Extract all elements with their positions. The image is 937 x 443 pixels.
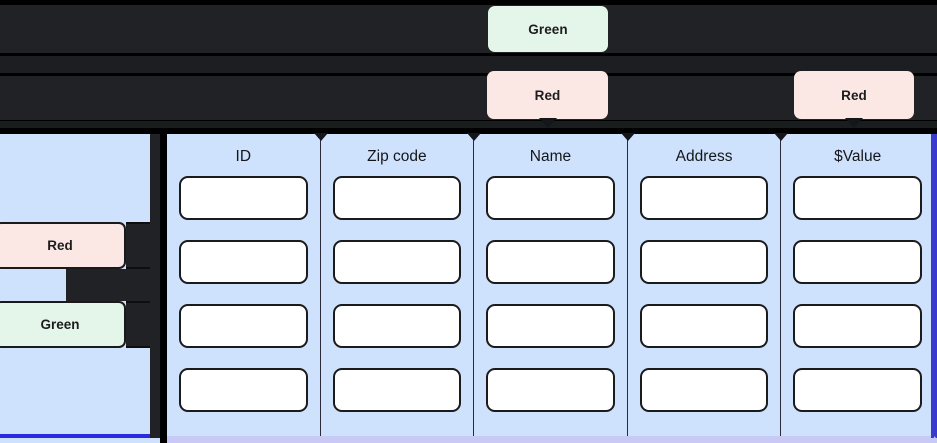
column-cells-value: [781, 170, 934, 412]
table-cell[interactable]: [332, 368, 462, 412]
table-cell[interactable]: [179, 368, 308, 412]
tooltip-chip-red-center[interactable]: Red: [487, 71, 608, 128]
column-divider-marker-icon: [313, 133, 328, 141]
toolbar-band-base: [0, 129, 937, 134]
tooltip-pointer-icon: [845, 118, 863, 128]
sidebar-gutter: [150, 134, 160, 438]
sidebar-notch: [66, 269, 156, 301]
column-cells-name: [474, 170, 627, 412]
table-cell[interactable]: [639, 368, 769, 412]
table-cell[interactable]: [486, 240, 615, 284]
table-cell[interactable]: [179, 176, 308, 220]
toolbar-band-top: [0, 5, 937, 53]
column-divider-marker-icon: [467, 133, 482, 141]
table-cell[interactable]: [639, 240, 769, 284]
sidebar-chip-label: Green: [40, 317, 80, 332]
table-cell[interactable]: [793, 240, 922, 284]
sidebar-divider: [160, 134, 167, 443]
tooltip-chip-label: Green: [528, 21, 568, 37]
tooltip-chip-label: Red: [841, 87, 867, 103]
table-bottom-edge: [167, 438, 937, 443]
column-divider-marker-icon: [620, 133, 635, 141]
tooltip-chip-green-top[interactable]: Green: [488, 6, 608, 52]
tooltip-pointer-icon: [538, 118, 557, 128]
table-cell[interactable]: [179, 240, 308, 284]
table-column-value: $Value: [774, 133, 934, 436]
table-cell[interactable]: [486, 176, 615, 220]
column-header-value[interactable]: $Value: [834, 148, 882, 165]
tooltip-chip-red-right[interactable]: Red: [794, 71, 914, 128]
sidebar: Red Green: [0, 134, 156, 438]
sidebar-chip-label: Red: [47, 238, 73, 253]
table-cell[interactable]: [639, 304, 769, 348]
column-cells-id: [167, 170, 320, 412]
table-cell[interactable]: [332, 240, 462, 284]
column-divider-marker-icon: [774, 133, 789, 141]
table-cell[interactable]: [332, 304, 462, 348]
table-cell[interactable]: [793, 176, 922, 220]
main-panel: Red Green ID Zip code: [0, 133, 937, 443]
tooltip-chip-label: Red: [534, 87, 561, 103]
column-header-name[interactable]: Name: [529, 148, 572, 165]
table-cell[interactable]: [332, 176, 462, 220]
table-cell[interactable]: [179, 304, 308, 348]
table-column-address: Address: [620, 133, 781, 436]
toolbar-band-separator: [0, 56, 937, 73]
column-header-address[interactable]: Address: [675, 148, 733, 165]
data-table: ID Zip code: [167, 133, 937, 439]
table-cell[interactable]: [486, 304, 615, 348]
table-column-zip-code: Zip code: [313, 133, 474, 436]
sidebar-chip-green[interactable]: Green: [0, 301, 126, 348]
toolbar-band-lower: [0, 121, 937, 128]
table-cell[interactable]: [486, 368, 615, 412]
table-right-edge: [931, 134, 934, 439]
column-cells-address: [628, 170, 781, 412]
sidebar-chip-red[interactable]: Red: [0, 222, 126, 269]
column-header-id[interactable]: ID: [235, 148, 252, 165]
table-cell[interactable]: [793, 304, 922, 348]
table-cell[interactable]: [639, 176, 769, 220]
toolbar-band-middle: [0, 76, 937, 120]
column-cells-zip-code: [321, 170, 474, 412]
table-cell[interactable]: [793, 368, 922, 412]
column-header-zip-code[interactable]: Zip code: [367, 148, 427, 165]
table-column-id: ID: [167, 134, 320, 436]
table-column-name: Name: [467, 133, 627, 436]
